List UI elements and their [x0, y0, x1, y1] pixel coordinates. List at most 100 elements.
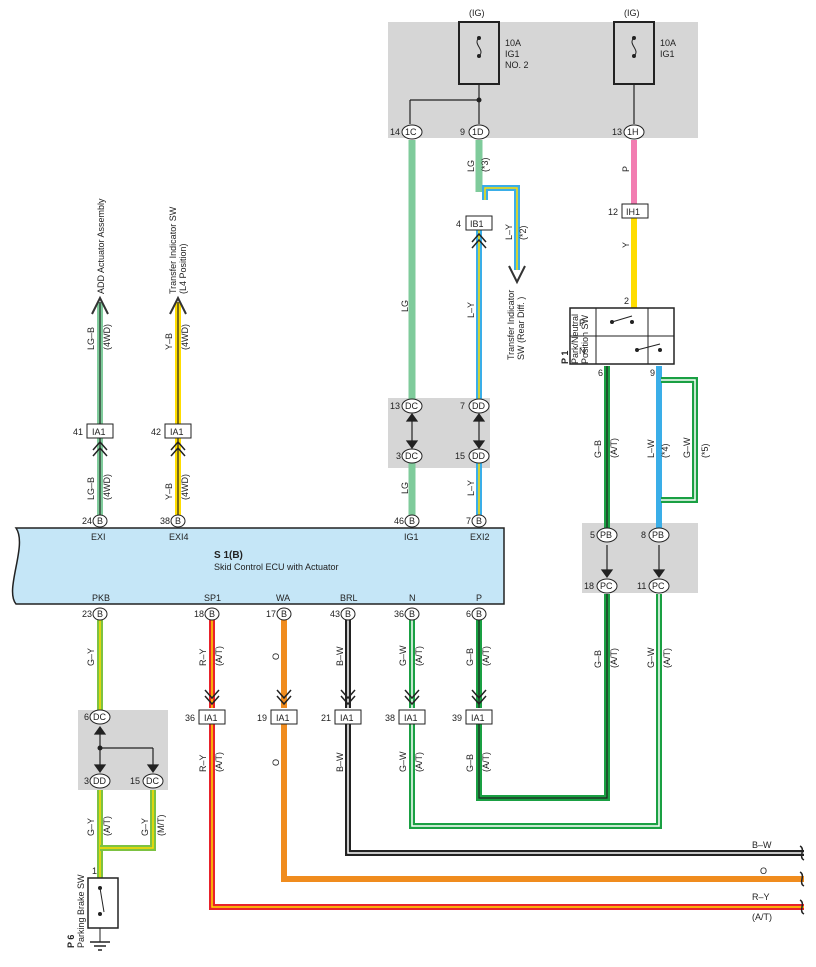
svg-text:B: B — [175, 516, 181, 526]
connector-ia1-41: IA1 41 — [73, 423, 114, 457]
svg-text:G–W: G–W — [398, 645, 408, 666]
svg-text:3: 3 — [84, 776, 89, 786]
svg-text:(A/T): (A/T) — [214, 646, 224, 666]
ecu-top-pin-38: B 38 EXI4 — [160, 514, 189, 542]
svg-text:(4WD): (4WD) — [102, 474, 112, 500]
connector-ia1-38: IA1 38 — [385, 689, 426, 725]
park-neutral-name2: Position SW — [580, 314, 590, 364]
svg-text:2: 2 — [624, 296, 629, 306]
svg-text:L–W: L–W — [646, 439, 656, 458]
svg-text:LG: LG — [400, 482, 410, 494]
svg-text:38: 38 — [385, 713, 395, 723]
svg-text:L–Y: L–Y — [466, 302, 476, 318]
ig-right-label: (IG) — [624, 8, 640, 18]
connector-1h: 1H 13 — [612, 124, 645, 140]
svg-text:B: B — [476, 516, 482, 526]
ecu-bottom-pin-43: BRL B 43 — [330, 593, 358, 621]
ecu-box — [11, 527, 505, 605]
svg-text:R–Y: R–Y — [198, 648, 208, 666]
ecu-bottom-pin-6: P B 6 — [466, 593, 487, 621]
connector-pc-11: PC 11 — [637, 578, 670, 594]
ecu-bottom-pin-17: WA B 17 — [266, 593, 292, 621]
svg-text:P: P — [476, 593, 482, 603]
svg-text:18: 18 — [584, 581, 594, 591]
dest-transfer-rear-b: SW (Rear Diff. ) — [516, 297, 526, 360]
ecu-top-pin-7: B 7 EXI2 — [466, 514, 490, 542]
svg-text:WA: WA — [276, 593, 290, 603]
ecu-bottom-pin-18: SP1 B 18 — [194, 593, 221, 621]
svg-text:B: B — [476, 609, 482, 619]
svg-text:(A/T): (A/T) — [481, 752, 491, 772]
svg-text:9: 9 — [650, 368, 655, 378]
svg-text:6: 6 — [598, 368, 603, 378]
connector-1c: 1C 14 — [390, 124, 423, 140]
svg-text:6: 6 — [84, 712, 89, 722]
connector-ia1-36: IA1 36 — [185, 689, 226, 725]
svg-text:(A/T): (A/T) — [414, 752, 424, 772]
svg-text:DC: DC — [146, 776, 159, 786]
svg-text:19: 19 — [257, 713, 267, 723]
dest-transfer-l4-b: (L4 Position) — [178, 243, 188, 294]
connector-1d: 1D 9 — [460, 124, 490, 140]
svg-text:21: 21 — [321, 713, 331, 723]
svg-text:(*2): (*2) — [518, 225, 528, 240]
svg-text:B: B — [97, 516, 103, 526]
svg-text:O: O — [271, 653, 281, 660]
svg-text:(A/T): (A/T) — [414, 646, 424, 666]
connector-ia1-19: IA1 19 — [257, 689, 298, 725]
svg-text:24: 24 — [82, 516, 92, 526]
connector-ia1-39: IA1 39 — [452, 689, 493, 725]
svg-text:IA1: IA1 — [170, 427, 184, 437]
ecu-name: Skid Control ECU with Actuator — [214, 562, 339, 572]
svg-text:B–W: B–W — [335, 752, 345, 772]
parking-brake-id: P 6 — [66, 935, 76, 948]
svg-text:36: 36 — [394, 609, 404, 619]
connector-ih1: IH1 12 — [608, 203, 649, 219]
fuse-left-line3: NO. 2 — [505, 60, 529, 70]
fuse-block — [388, 22, 698, 138]
svg-text:G–Y: G–Y — [140, 818, 150, 836]
wire-b-w — [345, 612, 804, 856]
svg-text:IH1: IH1 — [626, 207, 640, 217]
svg-text:1H: 1H — [627, 127, 639, 137]
svg-text:DD: DD — [93, 776, 106, 786]
connector-ia1-21: IA1 21 — [321, 689, 362, 725]
wire-g-w-lower — [409, 594, 662, 829]
svg-text:B: B — [409, 516, 415, 526]
svg-text:L–Y: L–Y — [466, 480, 476, 496]
svg-text:13: 13 — [612, 127, 622, 137]
svg-text:LG: LG — [466, 160, 476, 172]
ig-left-label: (IG) — [469, 8, 485, 18]
svg-text:15: 15 — [130, 776, 140, 786]
svg-text:14: 14 — [390, 127, 400, 137]
svg-text:G–B: G–B — [465, 754, 475, 772]
svg-text:1C: 1C — [405, 127, 417, 137]
dest-transfer-l4-a: Transfer Indicator SW — [168, 206, 178, 294]
svg-text:B: B — [209, 609, 215, 619]
connector-pc-18: PC 18 — [584, 578, 618, 594]
svg-text:PB: PB — [652, 530, 664, 540]
svg-text:DC: DC — [93, 712, 106, 722]
svg-text:17: 17 — [266, 609, 276, 619]
fuse-right-line1: 10A — [660, 38, 676, 48]
ecu-bottom-pin-36: N B 36 — [394, 593, 420, 621]
svg-text:IA1: IA1 — [276, 713, 290, 723]
svg-text:DD: DD — [472, 401, 485, 411]
svg-text:O: O — [760, 866, 767, 876]
svg-text:15: 15 — [455, 451, 465, 461]
svg-text:IA1: IA1 — [204, 713, 218, 723]
svg-text:(A/T): (A/T) — [752, 912, 772, 922]
svg-text:G–B: G–B — [465, 648, 475, 666]
svg-text:DD: DD — [472, 451, 485, 461]
svg-text:PKB: PKB — [92, 593, 110, 603]
connector-dd-7: DD 7 — [460, 398, 490, 414]
svg-text:B: B — [409, 609, 415, 619]
svg-text:13: 13 — [390, 401, 400, 411]
svg-text:6: 6 — [466, 609, 471, 619]
park-neutral-id: P 1 — [560, 351, 570, 364]
parking-brake-switch: 1 — [87, 866, 119, 951]
svg-text:4: 4 — [456, 219, 461, 229]
svg-text:L–Y: L–Y — [504, 224, 514, 240]
svg-text:O: O — [271, 759, 281, 766]
svg-text:Y–B: Y–B — [164, 333, 174, 350]
